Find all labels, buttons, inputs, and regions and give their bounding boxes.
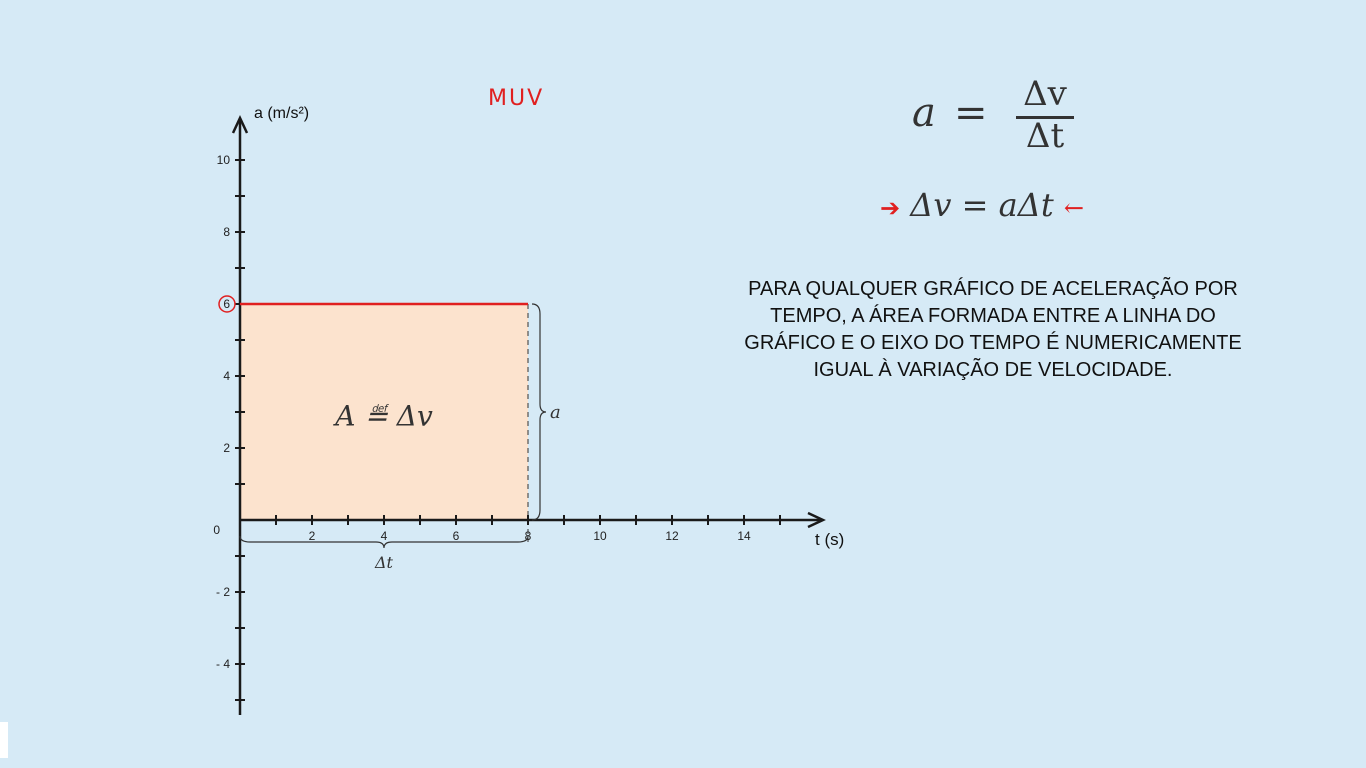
x-tick-label: 14: [737, 529, 751, 543]
vertical-brace: [531, 303, 547, 521]
y-tick-label: - 2: [216, 585, 230, 599]
x-tick-label: 6: [453, 529, 460, 543]
origin-label: 0: [213, 523, 220, 537]
brace-label-dt: Δt: [374, 553, 394, 572]
y-tick-label: 10: [217, 153, 231, 167]
side-tab[interactable]: [0, 722, 8, 758]
area-label: A ≝ Δv: [332, 400, 433, 433]
formula-numerator: Δv: [1023, 74, 1067, 114]
fraction-bar: [1016, 116, 1074, 119]
y-axis-label: a (m/s²): [254, 105, 309, 122]
y-tick-label: 4: [223, 369, 230, 383]
acceleration-formula: a = Δv Δt: [912, 74, 1082, 156]
explanation-paragraph: PARA QUALQUER GRÁFICO DE ACELERAÇÃO POR …: [744, 278, 1242, 381]
velocity-change-formula: ➔ Δv = aΔt ←: [880, 186, 1084, 226]
muv-annotation: MUV: [488, 86, 545, 111]
left-arrow-icon: ←: [1063, 194, 1084, 222]
formula-equals: =: [954, 90, 988, 136]
x-tick-label: 4: [381, 529, 388, 543]
x-axis-arrow-icon: [807, 511, 826, 529]
right-arrow-icon: ➔: [880, 194, 901, 222]
velocity-change-text: Δv = aΔt: [910, 186, 1054, 224]
brace-label-a: a: [550, 402, 561, 423]
x-axis-label: t (s): [815, 530, 844, 549]
horizontal-brace: [239, 535, 529, 549]
x-tick-label: 10: [593, 529, 607, 543]
y-tick-label: 6: [223, 297, 230, 311]
formula-lhs: a: [912, 90, 936, 136]
y-tick-label: 8: [223, 225, 230, 239]
x-tick-label: 2: [309, 529, 316, 543]
highlight-circle-icon: [218, 295, 236, 313]
y-tick-label: - 4: [216, 657, 230, 671]
x-tick-label: 12: [665, 529, 679, 543]
y-tick-label: 2: [223, 441, 230, 455]
y-axis-arrow-icon: [231, 115, 249, 134]
area-under-line: [240, 304, 528, 520]
formula-denominator: Δt: [1025, 116, 1065, 156]
